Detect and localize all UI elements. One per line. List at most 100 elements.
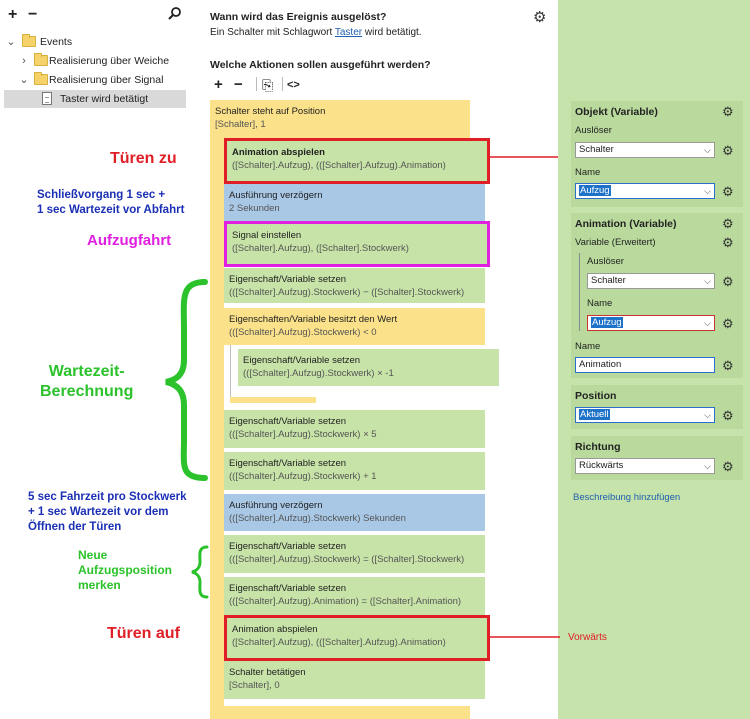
- remove-action-button[interactable]: −: [234, 76, 243, 93]
- tree-item-label: Realisierung über Signal: [49, 74, 164, 86]
- annotation-vorwaerts: Vorwärts: [568, 632, 607, 643]
- gear-icon[interactable]: ⚙: [533, 9, 547, 26]
- folder-icon: [22, 34, 36, 47]
- chevron-down-icon[interactable]: ⌄: [6, 36, 16, 48]
- action-params: (([Schalter].Aufzug).Animation) = ([Scha…: [229, 596, 462, 607]
- select-value: Rückwärts: [579, 460, 624, 471]
- gear-icon[interactable]: ⚙: [722, 104, 734, 119]
- tree-item-taster[interactable]: Taster wird betätigt: [4, 90, 186, 108]
- annotation-line: Berechnung: [40, 383, 134, 400]
- annotation-line: Aufzugsposition: [78, 563, 172, 577]
- condition-block-nested[interactable]: Eigenschaften/Variable besitzt den Wert …: [224, 308, 485, 345]
- condition-block[interactable]: Schalter steht auf Position [Schalter], …: [210, 100, 470, 138]
- action-set-variable[interactable]: Eigenschaft/Variable setzen (([Schalter]…: [224, 268, 485, 303]
- chevron-down-icon: ⌵: [704, 410, 711, 420]
- section-title: Position: [575, 390, 617, 402]
- tree-item-events[interactable]: ⌄ Events: [4, 33, 186, 51]
- annotation-line: Öffnen der Türen: [28, 521, 122, 533]
- action-params: [Schalter], 1: [215, 119, 266, 130]
- gear-icon[interactable]: ⚙: [722, 274, 734, 289]
- action-title: Eigenschaften/Variable besitzt den Wert: [229, 314, 398, 325]
- action-params: ([Schalter].Aufzug), (([Schalter].Aufzug…: [232, 637, 446, 648]
- select-value: Aktuell: [579, 409, 610, 420]
- action-params: (([Schalter].Aufzug).Stockwerk) Sekunden: [229, 513, 406, 524]
- action-set-variable[interactable]: Eigenschaft/Variable setzen (([Schalter]…: [238, 349, 499, 386]
- copy-icon[interactable]: ⎘: [262, 77, 274, 93]
- action-title: Ausführung verzögern: [229, 500, 323, 511]
- action-press-switch[interactable]: Schalter betätigen [Schalter], 0: [224, 661, 485, 699]
- select-value: Schalter: [591, 275, 626, 286]
- section-title: Objekt (Variable): [575, 106, 658, 118]
- action-set-variable[interactable]: Eigenschaft/Variable setzen (([Schalter]…: [224, 577, 485, 615]
- gear-icon[interactable]: ⚙: [722, 358, 734, 373]
- gear-icon[interactable]: ⚙: [722, 459, 734, 474]
- select-value: Schalter: [579, 144, 614, 155]
- action-set-variable[interactable]: Eigenschaft/Variable setzen (([Schalter]…: [224, 452, 485, 490]
- chevron-down-icon: ⌵: [704, 145, 711, 155]
- chevron-down-icon: ⌵: [704, 186, 711, 196]
- add-action-button[interactable]: +: [214, 76, 223, 93]
- search-icon[interactable]: [168, 6, 182, 25]
- ausloeser-label: Auslöser: [587, 256, 624, 267]
- ausloeser-label: Auslöser: [575, 125, 612, 136]
- condition-nested-end: [230, 397, 316, 403]
- ausloeser-select[interactable]: Schalter ⌵: [587, 273, 715, 289]
- chevron-right-icon[interactable]: ›: [22, 55, 26, 67]
- chevron-down-icon: ⌵: [704, 461, 711, 471]
- section-title: Animation (Variable): [575, 218, 677, 230]
- action-params: ([Schalter].Aufzug), (([Schalter].Aufzug…: [232, 160, 446, 171]
- gear-icon[interactable]: ⚙: [722, 316, 734, 331]
- action-params: (([Schalter].Aufzug).Stockwerk) = ([Scha…: [229, 554, 465, 565]
- code-icon[interactable]: <>: [287, 79, 300, 91]
- tree-item-signal[interactable]: ⌄ Realisierung über Signal: [4, 71, 186, 89]
- action-title: Eigenschaft/Variable setzen: [229, 541, 347, 552]
- action-params: (([Schalter].Aufzug).Stockwerk) < 0: [229, 327, 377, 338]
- inner-name-select[interactable]: Aufzug ⌵: [587, 315, 715, 331]
- tree-item-weiche[interactable]: › Realisierung über Weiche: [4, 52, 186, 70]
- action-title: Schalter betätigen: [229, 667, 306, 678]
- annotation-fahrzeit: 5 sec Fahrzeit pro Stockwerk + 1 sec War…: [28, 490, 187, 535]
- position-select[interactable]: Aktuell ⌵: [575, 407, 715, 423]
- action-animation-close[interactable]: Animation abspielen ([Schalter].Aufzug),…: [224, 138, 490, 184]
- action-set-variable[interactable]: Eigenschaft/Variable setzen (([Schalter]…: [224, 410, 485, 448]
- action-delay-2[interactable]: Ausführung verzögern (([Schalter].Aufzug…: [224, 494, 485, 531]
- tree-item-label: Events: [40, 36, 73, 48]
- gear-icon[interactable]: ⚙: [722, 235, 734, 250]
- condition-block-end: [210, 706, 470, 719]
- action-title: Signal einstellen: [232, 230, 302, 241]
- action-title: Eigenschaft/Variable setzen: [229, 416, 347, 427]
- action-title: Eigenschaft/Variable setzen: [229, 458, 347, 469]
- action-title: Ausführung verzögern: [229, 190, 323, 201]
- action-delay-1[interactable]: Ausführung verzögern 2 Sekunden: [224, 184, 485, 224]
- gear-icon[interactable]: ⚙: [722, 143, 734, 158]
- remove-event-button[interactable]: −: [28, 6, 38, 23]
- name-select[interactable]: Aufzug ⌵: [575, 183, 715, 199]
- annotation-line: Schließvorgang 1 sec +: [37, 189, 166, 201]
- action-set-variable[interactable]: Eigenschaft/Variable setzen (([Schalter]…: [224, 535, 485, 573]
- field-value: Animation: [579, 359, 622, 370]
- trigger-keyword-link[interactable]: Taster: [334, 27, 363, 38]
- ausloeser-select[interactable]: Schalter ⌵: [575, 142, 715, 158]
- richtung-select[interactable]: Rückwärts ⌵: [575, 458, 715, 474]
- annotation-tueren-auf: Türen auf: [107, 625, 180, 642]
- animation-name-field[interactable]: Animation: [575, 357, 715, 373]
- name-label: Name: [575, 167, 601, 178]
- tree-item-label: Taster wird betätigt: [60, 93, 149, 105]
- action-signal-set[interactable]: Signal einstellen ([Schalter].Aufzug), (…: [224, 221, 490, 267]
- chevron-down-icon[interactable]: ⌄: [19, 74, 29, 86]
- trigger-question: Wann wird das Ereignis ausgelöst?: [210, 11, 387, 23]
- nesting-line: [230, 345, 231, 397]
- section-title: Richtung: [575, 441, 621, 453]
- name-label: Name: [587, 298, 613, 309]
- gear-icon[interactable]: ⚙: [722, 184, 734, 199]
- add-description-link[interactable]: Beschreibung hinzufügen: [573, 492, 681, 503]
- animation-variable-section: Animation (Variable) ⚙ Variable (Erweite…: [571, 213, 743, 378]
- annotation-wartezeit: Wartezeit- Berechnung: [40, 362, 133, 402]
- add-event-button[interactable]: +: [8, 6, 18, 23]
- gear-icon[interactable]: ⚙: [722, 216, 734, 231]
- chevron-down-icon: ⌵: [704, 318, 711, 328]
- action-animation-open[interactable]: Animation abspielen ([Schalter].Aufzug),…: [224, 615, 490, 661]
- document-icon: [42, 92, 52, 105]
- gear-icon[interactable]: ⚙: [722, 408, 734, 423]
- trigger-text-prefix: Ein Schalter mit Schlagwort: [210, 27, 335, 38]
